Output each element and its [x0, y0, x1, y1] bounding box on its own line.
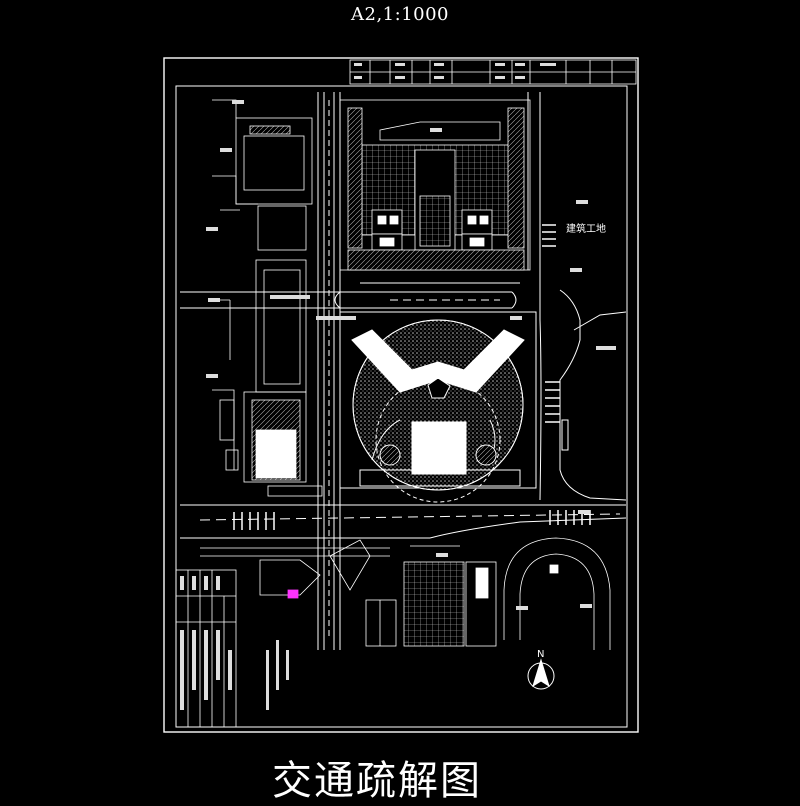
construction-site-label: 建筑工地 — [566, 222, 606, 235]
scale-label: A2,1:1000 — [351, 4, 449, 25]
outer-frame — [163, 57, 639, 733]
elevation-marks — [206, 100, 616, 610]
top-title-block — [349, 59, 637, 85]
south-parcels — [200, 537, 611, 650]
west-parcels — [212, 99, 323, 497]
north-arrow: N — [527, 649, 555, 690]
legend-table — [175, 569, 237, 728]
road-east-vertical — [527, 92, 627, 501]
north-building — [339, 99, 531, 271]
central-plaza — [339, 311, 537, 503]
road-north-horizontal — [180, 282, 520, 309]
main-road-vertical — [317, 92, 341, 650]
north-mark: N — [537, 649, 544, 660]
road-south-horizontal — [180, 504, 627, 539]
inner-frame — [175, 85, 628, 728]
drawing-title: 交通疏解图 — [272, 758, 482, 804]
notes-column — [266, 640, 289, 710]
